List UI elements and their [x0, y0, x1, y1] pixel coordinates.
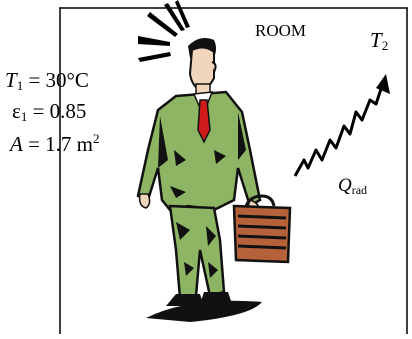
arrowhead-icon [376, 74, 390, 94]
surprise-marks-icon [138, 0, 190, 62]
emissivity-label: ε1 = 0.85 [12, 101, 86, 122]
room-temperature-label: T2 [370, 30, 388, 51]
briefcase-icon [234, 196, 290, 262]
businessman-figure [138, 38, 262, 322]
suit-trousers [170, 206, 224, 298]
radiation-heat-label: Qrad [338, 176, 367, 195]
skin-temperature-label: T1 = 30°C [5, 70, 89, 91]
surface-area-label: A = 1.7 m2 [10, 134, 100, 155]
room-label: ROOM [255, 22, 306, 39]
radiation-arrow [295, 74, 390, 176]
